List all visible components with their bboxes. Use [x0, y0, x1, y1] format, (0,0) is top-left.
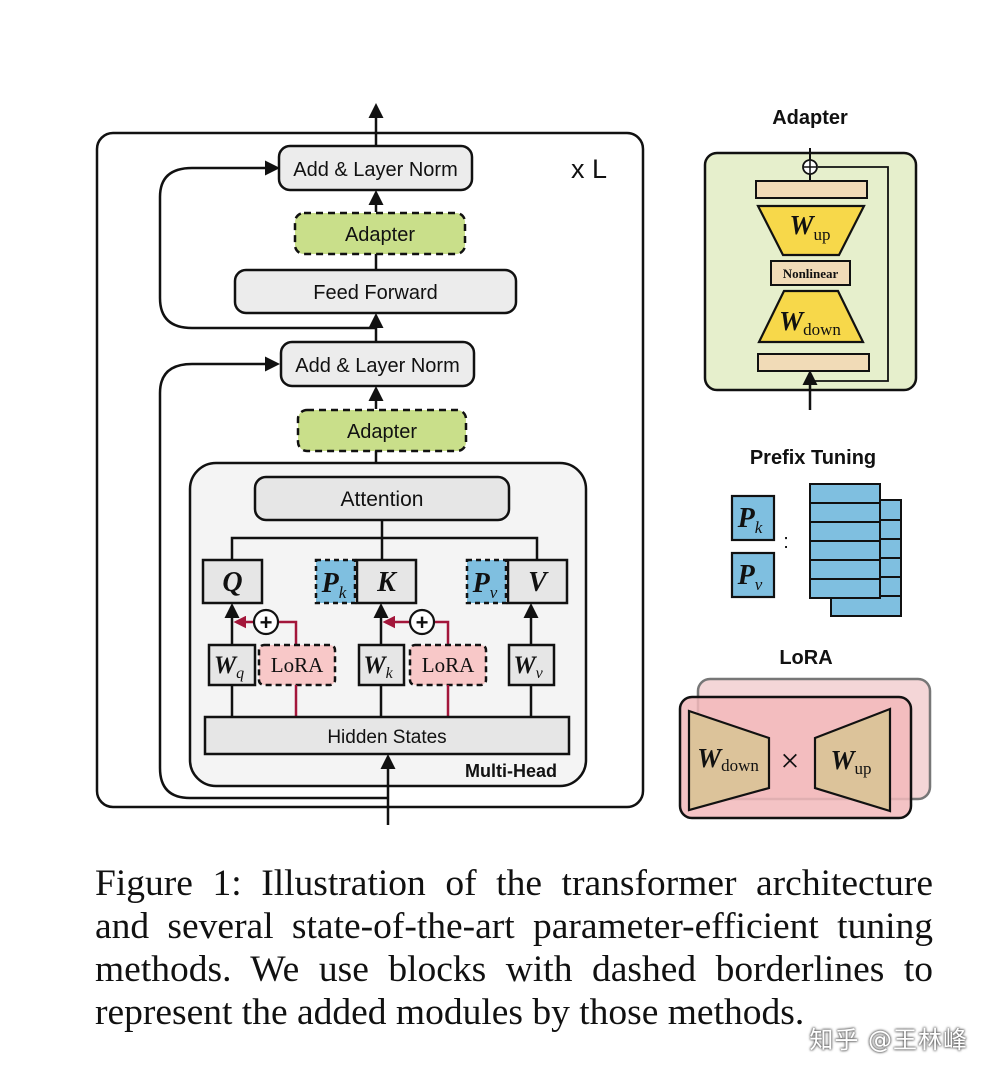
- lora-w-up-label: Wup: [830, 745, 871, 778]
- wv-label: Wv: [513, 652, 543, 682]
- residual-connection-bottom: [158, 356, 388, 800]
- prefix-tuning-panel: Prefix Tuning Pk Pv :: [730, 447, 902, 617]
- adapter-bottom-label: Adapter: [347, 421, 417, 443]
- adapter-w-up-label: Wup: [789, 210, 830, 244]
- adapter-panel: Adapter Wup Nonlinear Wdown: [703, 107, 918, 410]
- residual-connection-top: [158, 160, 376, 330]
- prefix-panel-pv-label: Pv: [737, 560, 763, 594]
- plus-circle-right: +: [408, 608, 436, 636]
- add-norm-block-top: Add & Layer Norm: [277, 144, 474, 192]
- lora-right-merge-path: [435, 620, 450, 645]
- adapter-w-down-label: Wdown: [779, 306, 841, 339]
- adapter-block-top: Adapter: [293, 211, 467, 256]
- value-label: V: [528, 567, 549, 598]
- svg-text:+: +: [416, 610, 429, 635]
- value-block: V: [506, 558, 569, 605]
- lora-w-up: Wup: [813, 707, 892, 813]
- prefix-key-label: Pk: [321, 568, 347, 602]
- wv-block: Wv: [507, 643, 556, 687]
- lora-block-left: LoRA: [257, 643, 337, 687]
- adapter-input-bar: [757, 353, 870, 372]
- prefix-value-block: Pv: [465, 558, 508, 605]
- adapter-w-down: Wdown: [757, 289, 865, 344]
- prefix-stack-front: [809, 483, 881, 599]
- repeat-label: x L: [571, 154, 607, 184]
- query-block: Q: [201, 558, 264, 605]
- svg-text:+: +: [260, 610, 273, 635]
- wk-block: Wk: [357, 643, 406, 687]
- prefix-panel-pk: Pk: [730, 494, 776, 542]
- wq-label: Wq: [214, 652, 244, 682]
- qkv-to-attention-bus: [230, 520, 539, 560]
- wq-block: Wq: [207, 643, 257, 687]
- watermark: 知乎 @王林峰: [809, 1026, 968, 1054]
- prefix-panel-colon: :: [783, 531, 789, 553]
- adapter-nonlinear: Nonlinear: [770, 260, 851, 286]
- transformer-diagram: x L Add & Layer Norm Adapter Feed Forwar…: [95, 103, 645, 825]
- attention-label: Attention: [341, 488, 424, 511]
- feed-forward-block: Feed Forward: [233, 268, 518, 315]
- add-norm-block-bottom: Add & Layer Norm: [279, 340, 476, 388]
- hidden-states-label: Hidden States: [327, 727, 446, 748]
- wk-label: Wk: [363, 652, 393, 682]
- adapter-w-up: Wup: [756, 204, 866, 257]
- lora-block-right: LoRA: [408, 643, 488, 687]
- prefix-value-label: Pv: [472, 568, 498, 602]
- adapter-nonlinear-label: Nonlinear: [783, 266, 839, 281]
- multi-head-label: Multi-Head: [465, 761, 557, 781]
- add-norm-top-label: Add & Layer Norm: [293, 159, 458, 181]
- lora-panel-title: LoRA: [779, 647, 832, 669]
- lora-w-down-label: Wdown: [697, 743, 759, 775]
- lora-left-merge-path: [279, 620, 298, 645]
- query-label: Q: [222, 567, 242, 598]
- lora-w-down: Wdown: [687, 709, 771, 812]
- lora-left-label: LoRA: [271, 653, 324, 677]
- lora-times-symbol: ×: [780, 743, 799, 780]
- adapter-plus-circle: [802, 159, 818, 175]
- plus-circle-left: +: [252, 608, 280, 636]
- adapter-top-label: Adapter: [345, 224, 415, 246]
- prefix-tuning-title: Prefix Tuning: [750, 447, 876, 469]
- prefix-panel-pk-label: Pk: [737, 503, 763, 537]
- prefix-key-block: Pk: [314, 558, 357, 605]
- adapter-panel-title: Adapter: [772, 107, 848, 129]
- key-block: K: [355, 558, 418, 605]
- lora-right-label: LoRA: [422, 653, 475, 677]
- hidden-states-block: Hidden States: [203, 715, 571, 756]
- adapter-output-bar: [755, 180, 868, 199]
- prefix-panel-pv: Pv: [730, 551, 776, 599]
- attention-block: Attention: [253, 475, 511, 522]
- feed-forward-label: Feed Forward: [313, 282, 438, 304]
- figure-caption: Figure 1: Illustration of the transforme…: [95, 863, 933, 1033]
- transformer-layer-box: [95, 131, 645, 809]
- key-label: K: [376, 567, 398, 598]
- add-norm-bottom-label: Add & Layer Norm: [295, 355, 460, 377]
- adapter-block-bottom: Adapter: [296, 408, 468, 453]
- lora-panel: LoRA Wdown × Wup: [678, 647, 932, 820]
- adapter-skip-connection: [810, 166, 889, 382]
